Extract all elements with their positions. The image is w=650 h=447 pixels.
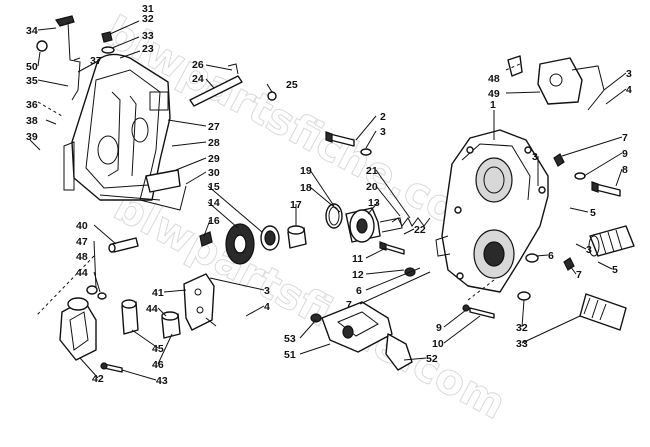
callout-22: 22 bbox=[414, 224, 426, 236]
callout-6: 6 bbox=[548, 250, 554, 262]
callout-12: 12 bbox=[352, 269, 364, 281]
pin-40 bbox=[108, 237, 139, 253]
callout-3: 3 bbox=[586, 244, 592, 256]
callout-4: 4 bbox=[264, 301, 270, 313]
callout-7: 7 bbox=[576, 269, 582, 281]
bearing-15 bbox=[260, 225, 280, 251]
callout-33: 33 bbox=[142, 30, 154, 42]
callout-48: 48 bbox=[76, 251, 88, 263]
callout-3: 3 bbox=[380, 126, 386, 138]
callout-46: 46 bbox=[152, 359, 164, 371]
callout-39: 39 bbox=[26, 131, 38, 143]
spring-21 bbox=[391, 217, 431, 227]
callout-53: 53 bbox=[284, 333, 296, 345]
callout-labels: 34 31 32 33 50 37 23 35 26 24 25 36 38 3… bbox=[26, 3, 632, 387]
callout-7: 7 bbox=[346, 299, 352, 311]
callout-41: 41 bbox=[152, 287, 164, 299]
callout-20: 20 bbox=[366, 181, 378, 193]
callout-49: 49 bbox=[488, 88, 500, 100]
callout-9: 9 bbox=[622, 148, 628, 160]
callout-42: 42 bbox=[92, 373, 104, 385]
callout-3: 3 bbox=[626, 68, 632, 80]
collar-17 bbox=[287, 225, 307, 249]
tensioner-51 bbox=[310, 301, 413, 371]
callout-23: 23 bbox=[142, 43, 154, 55]
callout-35: 35 bbox=[26, 75, 38, 87]
callout-40: 40 bbox=[76, 220, 88, 232]
brake-rod bbox=[189, 63, 277, 107]
cover-plate-48-49 bbox=[507, 55, 605, 111]
callout-26: 26 bbox=[192, 59, 204, 71]
sprocket-13 bbox=[345, 207, 403, 243]
callout-17: 17 bbox=[290, 199, 302, 211]
callout-5: 5 bbox=[612, 264, 618, 276]
leader-lines bbox=[29, 20, 627, 381]
brake-lever bbox=[36, 15, 81, 101]
washer-31-32 bbox=[101, 31, 115, 54]
bolt-43 bbox=[100, 362, 123, 373]
callout-16: 16 bbox=[208, 215, 220, 227]
gear-14 bbox=[225, 223, 255, 265]
callout-34: 34 bbox=[26, 25, 38, 37]
bolt-10 bbox=[462, 304, 495, 319]
callout-51: 51 bbox=[284, 349, 296, 361]
callout-50: 50 bbox=[26, 61, 38, 73]
callout-28: 28 bbox=[208, 137, 220, 149]
callout-5: 5 bbox=[590, 207, 596, 219]
callout-27: 27 bbox=[208, 121, 220, 133]
callout-18: 18 bbox=[300, 182, 312, 194]
callout-32: 32 bbox=[142, 13, 154, 25]
bracket-29 bbox=[139, 169, 187, 211]
callout-21: 21 bbox=[366, 165, 378, 177]
callout-8: 8 bbox=[622, 164, 628, 176]
chaincase-cover bbox=[63, 53, 171, 201]
shaft-right-lower bbox=[579, 293, 627, 331]
callout-15: 15 bbox=[208, 181, 220, 193]
callout-38: 38 bbox=[26, 115, 38, 127]
callout-31: 31 bbox=[142, 3, 154, 15]
callout-47: 47 bbox=[76, 236, 88, 248]
callout-24: 24 bbox=[192, 73, 204, 85]
callout-44: 44 bbox=[76, 267, 88, 279]
nut-16 bbox=[199, 231, 213, 247]
callout-32: 32 bbox=[516, 322, 528, 334]
callout-30: 30 bbox=[208, 167, 220, 179]
callout-25: 25 bbox=[286, 79, 298, 91]
callout-48: 48 bbox=[488, 73, 500, 85]
callout-10: 10 bbox=[432, 338, 444, 350]
callout-14: 14 bbox=[208, 197, 220, 209]
callout-37: 37 bbox=[90, 55, 102, 67]
callout-9: 9 bbox=[436, 322, 442, 334]
bolt-2 bbox=[325, 131, 372, 156]
callout-3: 3 bbox=[264, 285, 270, 297]
gearcase-housing bbox=[435, 129, 549, 293]
callout-29: 29 bbox=[208, 153, 220, 165]
callout-7: 7 bbox=[622, 132, 628, 144]
callout-33: 33 bbox=[516, 338, 528, 350]
callout-6: 6 bbox=[356, 285, 362, 297]
shaft-right-upper bbox=[588, 225, 635, 257]
callout-2: 2 bbox=[380, 111, 386, 123]
callout-13: 13 bbox=[368, 197, 380, 209]
callout-52: 52 bbox=[426, 353, 438, 365]
callout-44: 44 bbox=[146, 303, 158, 315]
callout-4: 4 bbox=[626, 84, 632, 96]
washer-6-7 bbox=[517, 253, 575, 301]
callout-36: 36 bbox=[26, 99, 38, 111]
callout-11: 11 bbox=[352, 253, 363, 265]
callout-3: 3 bbox=[532, 151, 538, 163]
callout-19: 19 bbox=[300, 165, 312, 177]
callout-43: 43 bbox=[156, 375, 168, 387]
washer-44 bbox=[86, 285, 107, 300]
bushing-45-46 bbox=[121, 299, 181, 339]
caliper-42 bbox=[59, 297, 97, 361]
callout-45: 45 bbox=[152, 343, 164, 355]
bolt-8 bbox=[553, 153, 621, 197]
bracket-41 bbox=[183, 273, 217, 331]
callout-1: 1 bbox=[490, 99, 496, 111]
